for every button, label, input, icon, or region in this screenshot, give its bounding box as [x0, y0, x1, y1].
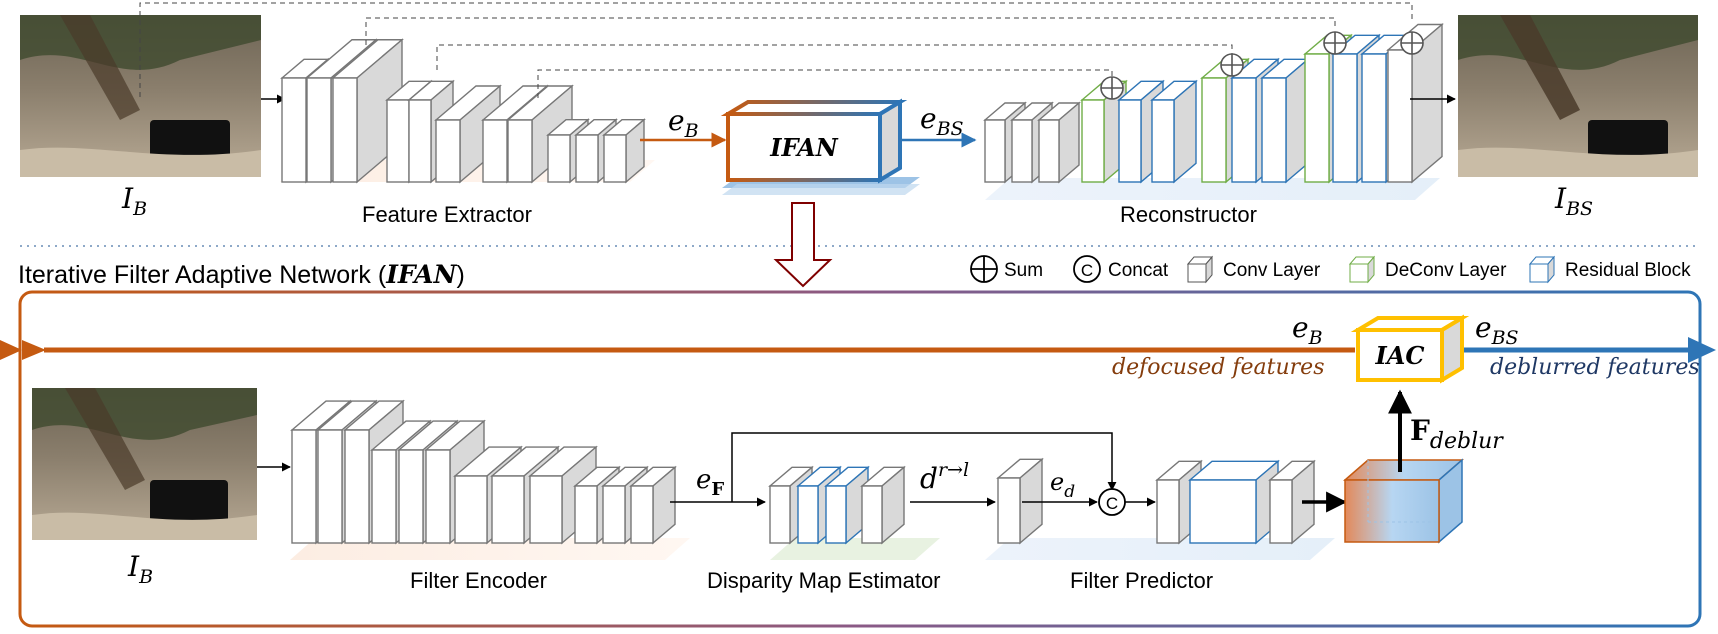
ef-connections — [670, 432, 1117, 507]
ebs-label-bottom: eBS — [1475, 311, 1519, 349]
deblurred-features-label: deblurred features — [1490, 355, 1700, 380]
svg-text:Residual Block: Residual Block — [1565, 260, 1691, 281]
conv-layer — [434, 84, 502, 184]
reconstructor-layers — [983, 22, 1444, 184]
concat-node: C — [1098, 488, 1126, 516]
residual-block — [1188, 459, 1280, 545]
ebs-label-top: eBS — [920, 102, 964, 140]
legend-residual-icon: Residual Block — [1528, 255, 1691, 284]
deblur-filter-cube — [1342, 458, 1465, 544]
svg-text:C: C — [1081, 261, 1093, 280]
feature-extractor-layers — [280, 38, 646, 184]
filter-encoder-layers — [290, 399, 677, 545]
residual-block — [824, 465, 870, 545]
output-label-top: IBS — [1554, 182, 1593, 220]
legend: Sum C Concat Conv Layer DeConv Layer Res… — [970, 255, 1691, 284]
defocused-feature-line — [0, 340, 1355, 360]
filter-predictor-layers — [996, 457, 1316, 545]
legend-sum: Sum — [970, 255, 1043, 283]
legend-conv-icon: Conv Layer — [1186, 255, 1321, 284]
zoom-down-arrow — [773, 202, 833, 288]
svg-text:DeConv Layer: DeConv Layer — [1385, 260, 1507, 281]
eb-label-bottom: eB — [1292, 311, 1323, 349]
ifan-frame — [18, 290, 1702, 628]
input-label-bottom: IB — [127, 550, 153, 588]
disparity-estimator-layers — [768, 465, 906, 545]
defocused-features-label: defocused features — [1112, 355, 1324, 380]
eb-label-top: eB — [668, 104, 699, 142]
ed-label: ed — [1050, 468, 1075, 502]
disparity-label: Disparity Map Estimator — [707, 568, 941, 593]
ifan-section-title: Iterative Filter Adaptive Network (IFAN) — [18, 260, 465, 289]
residual-block — [1260, 57, 1310, 184]
input-label-top: IB — [121, 182, 147, 220]
conv-layer — [1386, 22, 1444, 184]
svg-text:Sum: Sum — [1004, 260, 1043, 281]
input-image-bottom — [32, 388, 257, 540]
skip-connections — [139, 2, 1413, 98]
svg-text:Conv Layer: Conv Layer — [1223, 260, 1321, 281]
output-image-top — [1458, 15, 1698, 177]
deblurred-arrow-head — [1688, 337, 1716, 363]
residual-block — [1150, 79, 1198, 184]
ifan-box: IFAN — [720, 98, 920, 195]
drl-label: dr→l — [920, 459, 969, 495]
reconstructor-label: Reconstructor — [1120, 202, 1257, 227]
filter-predictor-label: Filter Predictor — [1070, 568, 1213, 593]
reconstructor-shadow — [985, 178, 1440, 200]
ef-label: eF — [696, 465, 724, 500]
filter-encoder-label: Filter Encoder — [410, 568, 547, 593]
svg-text:IFAN: IFAN — [769, 133, 838, 162]
conv-layer — [860, 465, 906, 545]
svg-text:Concat: Concat — [1108, 260, 1169, 281]
disparity-shadow — [770, 538, 940, 560]
conv-layer — [602, 118, 646, 184]
conv-layer — [1037, 101, 1081, 184]
feature-extractor-label: Feature Extractor — [362, 202, 532, 227]
legend-concat: C Concat — [1073, 255, 1169, 283]
conv-layer — [629, 465, 677, 545]
conv-layer — [1268, 459, 1316, 545]
svg-text:C: C — [1106, 494, 1118, 513]
conv-layer — [996, 457, 1044, 545]
sum-icons — [1100, 31, 1424, 100]
iac-box: IAC — [1350, 314, 1470, 384]
legend-deconv-icon: DeConv Layer — [1348, 255, 1507, 284]
svg-text:IAC: IAC — [1375, 341, 1425, 370]
fdeblur-label: Fdeblur — [1410, 414, 1504, 454]
